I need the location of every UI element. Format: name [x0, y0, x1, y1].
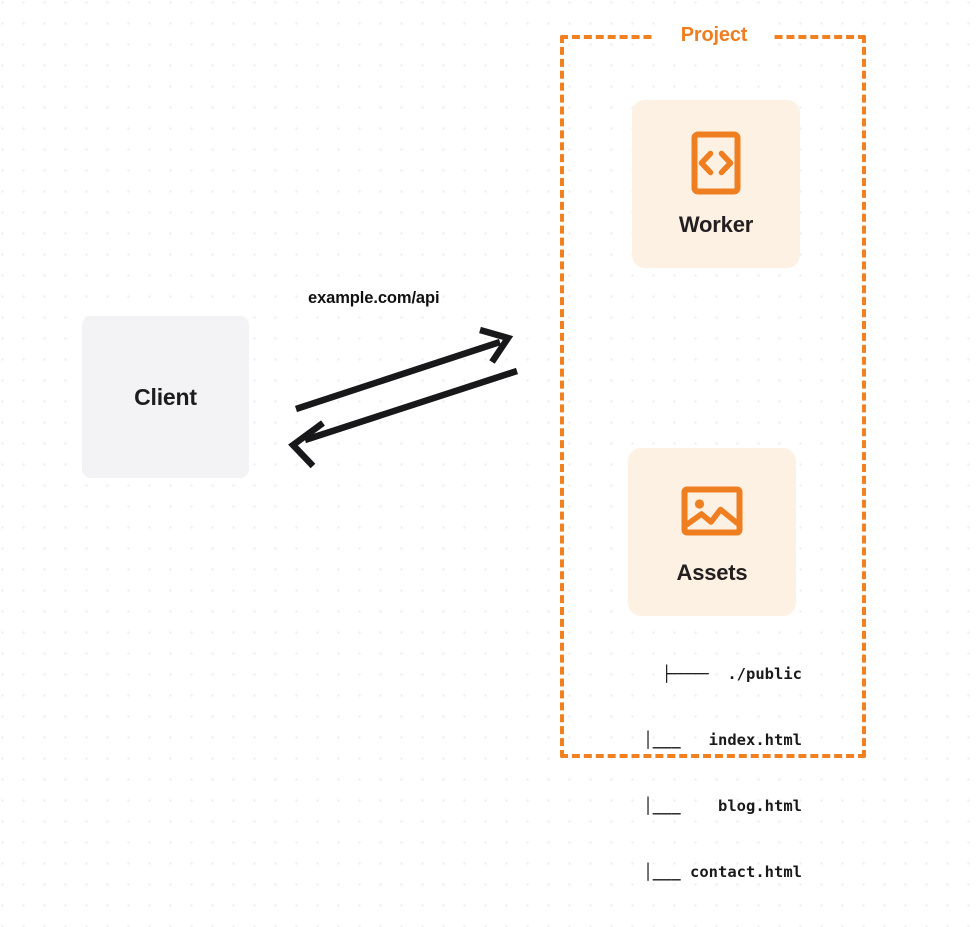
diagram-canvas: Client example.com/api Project Worker	[82, 22, 866, 881]
arrow-response	[288, 367, 519, 469]
node-client[interactable]: Client	[82, 316, 249, 478]
image-photo-icon	[681, 486, 743, 536]
card-assets-label: Assets	[676, 560, 748, 585]
assets-file-tree: ├──── ./public │___ index.html │___ blog…	[600, 619, 802, 927]
card-worker-label: Worker	[678, 212, 754, 237]
code-brackets-document-icon	[691, 131, 741, 195]
arrow-request	[294, 326, 514, 413]
file-tree-row: │___ blog.html	[615, 797, 802, 815]
file-tree-row: │___ index.html	[615, 731, 802, 749]
connection-label: example.com/api	[308, 289, 440, 307]
file-tree-row: │___ contact.html	[615, 863, 802, 881]
file-tree-row: ├──── ./public	[662, 665, 802, 683]
card-worker[interactable]: Worker	[632, 100, 800, 268]
node-client-label: Client	[134, 383, 197, 410]
project-title: Project	[655, 22, 773, 48]
card-assets[interactable]: Assets	[628, 448, 796, 616]
